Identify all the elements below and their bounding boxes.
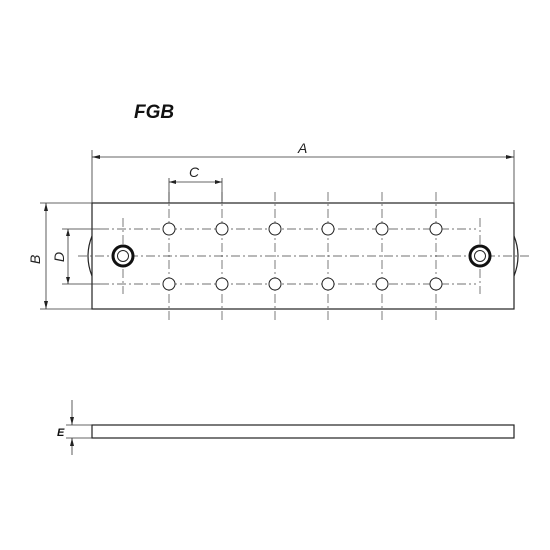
- dimension-c-label: C: [189, 164, 200, 180]
- side-view: E: [57, 400, 515, 455]
- hole: [162, 222, 176, 236]
- hole: [375, 222, 389, 236]
- dimension-b: B: [27, 202, 92, 310]
- left-mounting-hole-inner: [117, 250, 129, 262]
- hole: [429, 277, 443, 291]
- hole: [215, 277, 229, 291]
- hole: [268, 277, 282, 291]
- dimension-d-label: D: [51, 252, 67, 262]
- hole: [162, 277, 176, 291]
- dimension-a: A: [91, 140, 515, 203]
- drawing-title: FGB: [134, 102, 174, 123]
- plate-side-outline: [91, 424, 515, 439]
- hole: [321, 222, 335, 236]
- hole: [215, 222, 229, 236]
- hole: [268, 222, 282, 236]
- left-end-bulge: [87, 235, 93, 277]
- hole: [429, 222, 443, 236]
- dimension-d: D: [51, 228, 100, 285]
- centerlines-columns: [168, 192, 437, 320]
- hole: [375, 277, 389, 291]
- dimension-b-label: B: [27, 255, 43, 264]
- right-mounting-hole-inner: [474, 250, 486, 262]
- hole-pattern: [162, 222, 443, 291]
- hole: [321, 277, 335, 291]
- right-end-bulge: [513, 235, 519, 277]
- top-view: [78, 192, 530, 320]
- dimension-a-label: A: [297, 140, 307, 156]
- dimension-e-label: E: [57, 427, 65, 439]
- dimension-c: C: [168, 164, 223, 203]
